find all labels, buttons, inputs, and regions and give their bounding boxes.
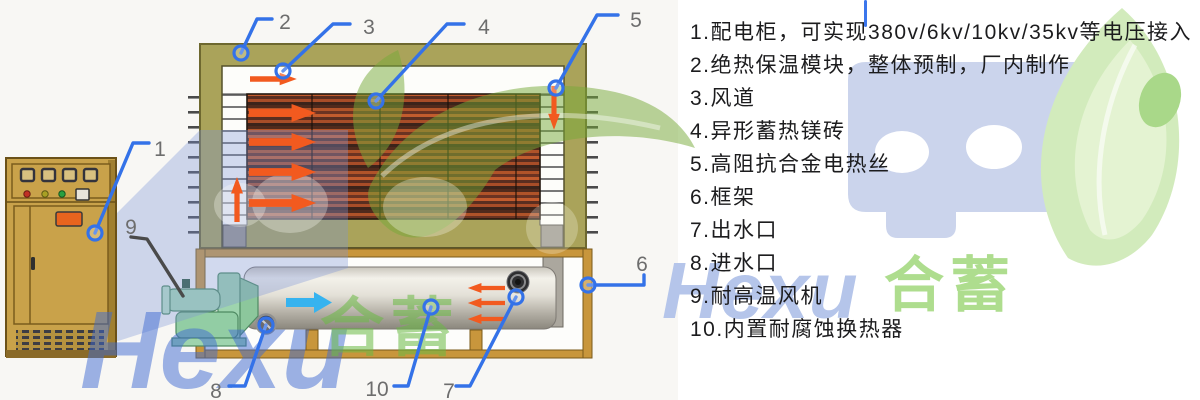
indicator-yellow xyxy=(41,190,49,198)
callout-number-1: 1 xyxy=(154,138,166,161)
callout-circle-6 xyxy=(579,276,597,294)
flow-arrows xyxy=(231,72,560,324)
fan-top-valve xyxy=(182,279,190,288)
pale-spot xyxy=(383,177,467,237)
callout-line-1 xyxy=(93,141,151,235)
logo-hole xyxy=(966,125,1022,169)
callout-number-10: 10 xyxy=(365,378,388,400)
callout-circle-3 xyxy=(274,62,292,80)
pale-spot xyxy=(526,202,578,254)
legend-item: 6.框架 xyxy=(690,186,756,209)
logo-hole xyxy=(875,131,929,173)
legend-item: 5.高阻抗合金电热丝 xyxy=(690,153,891,176)
watermark-cjk-left: 合蓄 xyxy=(320,292,460,364)
high-temp-fan xyxy=(161,272,259,347)
callout-line-2 xyxy=(239,17,274,55)
legend-item: 10.内置耐腐蚀换热器 xyxy=(690,318,904,341)
fan-flange xyxy=(161,285,171,315)
cabinet-door-handle xyxy=(31,257,35,270)
watermark-cjk-right: 合蓄 xyxy=(884,252,1016,319)
cabinet-side-shade xyxy=(108,160,115,354)
legend-panel: 1.配电柜，可实现380v/6kv/10kv/35kv等电压接入 2.绝热保温模块… xyxy=(678,0,1200,400)
blue-tick-mark xyxy=(864,0,867,27)
watermark-leaf-left xyxy=(214,50,695,254)
watermark-right: Hexu 合蓄 xyxy=(662,0,1182,335)
callout-layer: 1 2 3 4 5 6 7 8 9 10 xyxy=(86,9,648,400)
legend-item: 1.配电柜，可实现380v/6kv/10kv/35kv等电压接入 xyxy=(690,21,1192,44)
callout-number-5: 5 xyxy=(630,9,642,32)
right-channel-base xyxy=(540,224,564,248)
leaf-vein xyxy=(1096,43,1138,236)
callout-circle-1 xyxy=(86,224,104,242)
cabinet-meters xyxy=(19,167,99,183)
callout-number-2: 2 xyxy=(279,11,291,34)
power-cabinet xyxy=(5,157,117,358)
waterflow-arrow-cyan xyxy=(286,292,332,313)
legend-item: 8.进水口 xyxy=(690,252,779,275)
callout-line-8 xyxy=(227,323,268,388)
cabinet-switch xyxy=(75,188,90,201)
callout-line-3 xyxy=(281,22,352,73)
callout-number-6: 6 xyxy=(636,253,648,276)
indicator-green xyxy=(58,190,66,198)
callout-circle-7 xyxy=(507,288,525,306)
indicator-red xyxy=(23,190,31,198)
callout-circle-2 xyxy=(232,44,250,62)
callout-line-4 xyxy=(374,22,466,103)
callout-line-5 xyxy=(554,13,620,90)
callout-number-7: 7 xyxy=(443,380,455,400)
watermark-latin-left: Hexu xyxy=(80,289,349,400)
callout-number-9: 9 xyxy=(125,216,137,239)
legend-item: 4.异形蓄热镁砖 xyxy=(690,120,846,143)
legend-item: 9.耐高温风机 xyxy=(690,285,824,308)
left-fins xyxy=(188,94,200,234)
fan-base xyxy=(171,337,247,347)
legend-item: 3.风道 xyxy=(690,87,756,110)
legend-list: 1.配电柜，可实现380v/6kv/10kv/35kv等电压接入 2.绝热保温模块… xyxy=(690,16,1192,346)
cabinet-door xyxy=(13,205,109,325)
callout-line-9 xyxy=(129,235,185,298)
legend-item: 7.出水口 xyxy=(690,219,779,242)
cabinet-base-strip xyxy=(6,350,116,358)
pale-spot xyxy=(214,183,266,227)
watermark-text-left: Hexu 合蓄 xyxy=(80,289,460,400)
callout-number-4: 4 xyxy=(478,16,490,39)
leaf-vein xyxy=(380,113,661,178)
legend-item: 2.绝热保温模块，整体预制，厂内制作 xyxy=(690,54,1071,77)
callout-number-8: 8 xyxy=(210,380,222,400)
callout-circle-4 xyxy=(367,92,385,110)
left-channel-base xyxy=(222,224,247,248)
callout-line-6 xyxy=(586,273,646,287)
callout-line-7 xyxy=(454,295,518,388)
callout-circle-5 xyxy=(547,79,565,97)
leaf-accent xyxy=(1138,72,1182,128)
callout-number-3: 3 xyxy=(363,16,375,39)
callout-circle-10 xyxy=(422,298,440,316)
cabinet-vent-slots xyxy=(16,330,104,352)
leaf-large xyxy=(368,85,695,238)
boiler-lower-body xyxy=(161,248,593,359)
watermark-latin-right: Hexu xyxy=(662,246,858,335)
callout-line-10 xyxy=(392,305,433,388)
callout-circle-8 xyxy=(257,316,275,334)
cabinet-display-screen xyxy=(55,211,83,227)
tank-support-right xyxy=(469,329,483,351)
